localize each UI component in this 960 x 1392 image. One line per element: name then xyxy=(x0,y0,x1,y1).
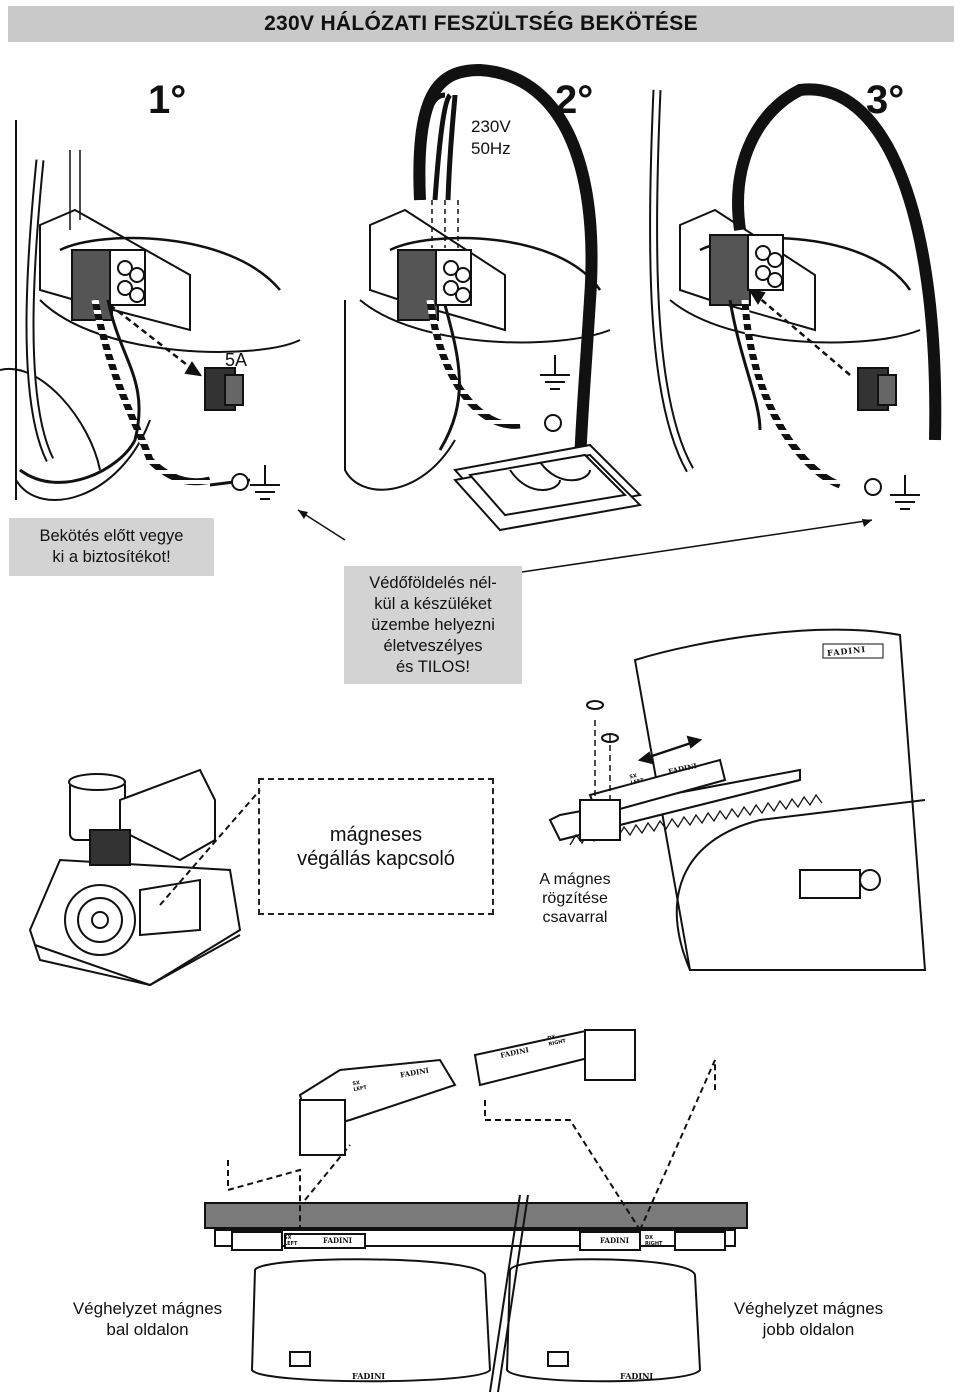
panel-step-2 xyxy=(344,63,643,532)
right-magnet-line-1: Véghelyzet mágnes xyxy=(733,1299,884,1318)
magnet-fixing-line-1: A mágnes xyxy=(539,871,611,888)
left-magnet-line-2: bal oldalon xyxy=(106,1320,189,1339)
right-magnet-line-2: jobb oldalon xyxy=(762,1320,855,1339)
right-housing-brand: FADINI xyxy=(620,1371,654,1381)
right-rack-brand: FADINI xyxy=(600,1236,630,1245)
magnet-fixing-line-3: csavarral xyxy=(542,909,608,926)
left-magnet-label: Véghelyzet mágnes bal oldalon xyxy=(55,1298,240,1340)
loose-left-magnet-mark: SX LEFT xyxy=(352,1079,367,1093)
right-magnet-label: Véghelyzet mágnes jobb oldalon xyxy=(716,1298,901,1340)
operator-housing xyxy=(633,628,927,971)
panel-step-1 xyxy=(0,120,301,501)
page-title: 230V HÁLÓZATI FESZÜLTSÉG BEKÖTÉSE xyxy=(8,6,954,42)
voltage-label: 230V xyxy=(471,117,511,136)
left-housing-brand: FADINI xyxy=(352,1371,386,1381)
limit-switch-line-1: mágneses xyxy=(329,824,423,846)
grounding-warning-line-1: Védőföldelés nél- xyxy=(369,573,497,592)
right-rack-mark-right: RIGHT xyxy=(645,1241,663,1247)
right-rack-mark: DX RIGHT xyxy=(645,1235,662,1247)
limit-switch-line-2: végállás kapcsoló xyxy=(297,848,455,870)
panel-step-3 xyxy=(648,83,942,510)
left-rack-brand: FADINI xyxy=(323,1236,353,1245)
left-rack-mark-sx: SX xyxy=(284,1235,292,1241)
gear-rack xyxy=(548,700,823,846)
frequency-label: 50Hz xyxy=(471,139,511,158)
left-rack-mark: SX LEFT xyxy=(284,1235,297,1247)
limit-switch-callout xyxy=(258,778,494,915)
left-rack-mark-left: LEFT xyxy=(284,1241,298,1247)
magnet-fixing-label: A mágnes rögzítése csavarral xyxy=(525,870,625,927)
fuse-warning-line-2: ki a biztosítékot! xyxy=(52,548,171,566)
fuse-warning-line-1: Bekötés előtt vegye xyxy=(39,527,184,545)
grounding-warning-line-4: életveszélyes xyxy=(383,636,483,655)
right-rack-mark-dx: DX xyxy=(645,1235,654,1241)
left-magnet-line-1: Véghelyzet mágnes xyxy=(72,1299,223,1318)
grounding-warning-note: Védőföldelés nél- kül a készüléket üzemb… xyxy=(344,566,522,684)
fuse-rating-label: 5A xyxy=(225,350,248,370)
magnet-fixing-line-2: rögzítése xyxy=(542,890,608,907)
grounding-warning-line-5: és TILOS! xyxy=(396,657,470,676)
fuse-warning-note: Bekötés előtt vegye ki a biztosítékot! xyxy=(9,518,214,576)
step-1-label: 1° xyxy=(148,78,187,122)
grounding-warning-line-2: kül a készüléket xyxy=(374,594,492,613)
limit-switch-label: mágneses végállás kapcsoló xyxy=(262,823,490,871)
bottom-gate xyxy=(204,1028,748,1392)
control-board xyxy=(28,768,261,987)
grounding-warning-line-3: üzembe helyezni xyxy=(371,615,495,634)
